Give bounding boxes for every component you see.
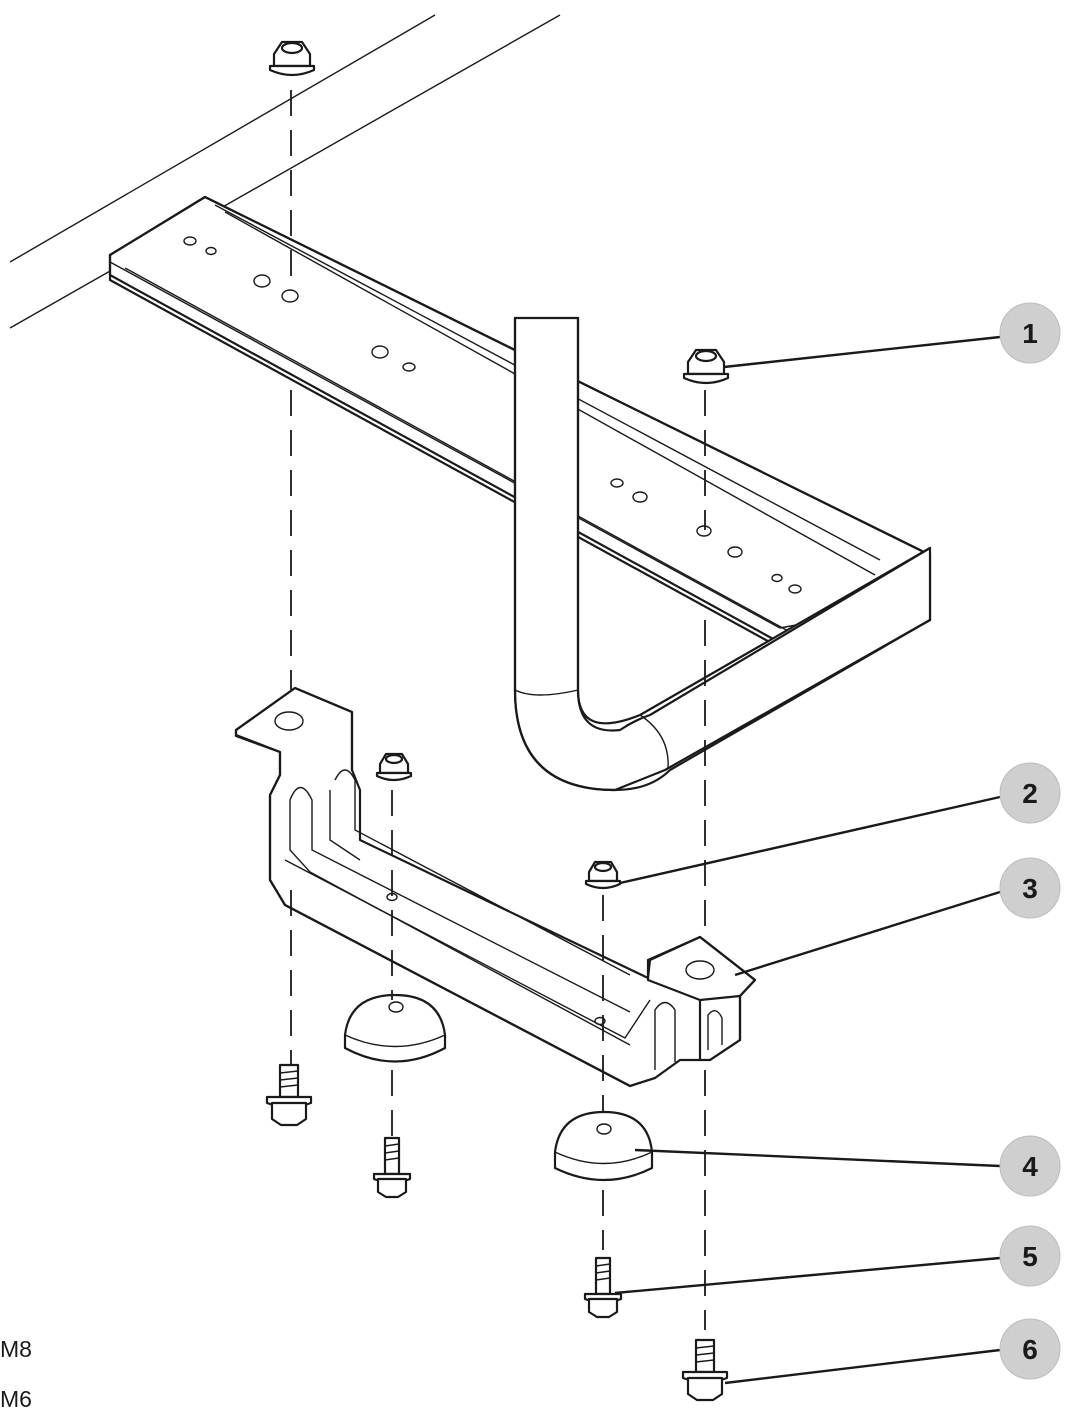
callout-number-2: 2 <box>1022 778 1038 809</box>
callout-number-4: 4 <box>1022 1151 1038 1182</box>
flange-nut-top-right <box>682 348 730 385</box>
callout-5: 5 <box>999 1225 1061 1287</box>
flange-nut-small-left <box>375 752 413 782</box>
frame-edge-lines <box>9 14 561 329</box>
callout-4: 4 <box>999 1135 1061 1197</box>
callout-number-3: 3 <box>1022 873 1038 904</box>
bolt-part-5 <box>583 1256 623 1319</box>
legend-item-m6: M6 <box>0 1386 32 1412</box>
callout-number-5: 5 <box>1022 1241 1038 1272</box>
bolt-left-large <box>265 1063 313 1127</box>
callout-2: 2 <box>999 762 1061 824</box>
rubber-mount-left <box>343 993 447 1063</box>
bolt-center-small <box>372 1136 412 1199</box>
bent-tube <box>513 316 932 792</box>
rubber-mount-right <box>553 1110 654 1182</box>
assembly-axes <box>290 90 706 1330</box>
callout-6: 6 <box>999 1318 1061 1380</box>
legend-item-m8: M8 <box>0 1336 32 1362</box>
flange-nut-small-right <box>584 860 622 890</box>
leader-lines <box>614 335 1001 1385</box>
callout-1: 1 <box>999 302 1061 364</box>
callout-3: 3 <box>999 857 1061 919</box>
callout-number-1: 1 <box>1022 318 1038 349</box>
mounting-bracket <box>234 686 757 1088</box>
bolt-part-6 <box>681 1338 729 1402</box>
callout-number-6: 6 <box>1022 1334 1038 1365</box>
flange-nut-top-left <box>268 40 316 77</box>
